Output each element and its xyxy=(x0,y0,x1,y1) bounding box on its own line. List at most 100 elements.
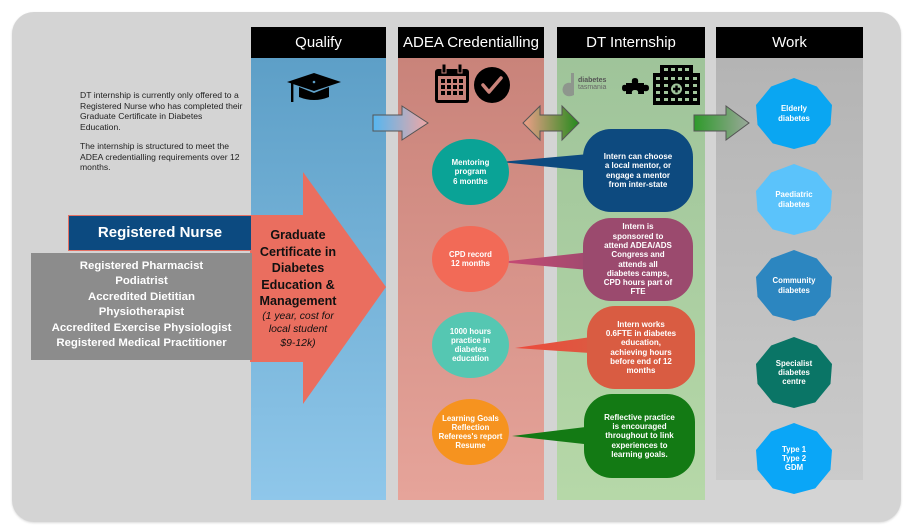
logo-mark-icon xyxy=(562,73,574,97)
oval-line: Learning Goals xyxy=(442,413,499,423)
bubble-line: diabetes camps, xyxy=(606,268,670,278)
column-header-adea: ADEA Credentialling xyxy=(398,27,544,58)
bubble-tail-1 xyxy=(500,153,600,172)
oval-line: Mentoring xyxy=(451,158,490,168)
profession-item: Registered Pharmacist xyxy=(79,260,204,272)
bubble-line: experiences to xyxy=(611,440,668,450)
bubble-line: throughout to link xyxy=(605,431,674,441)
oval-line: CPD record xyxy=(449,249,492,259)
column-dt-internship: DT Internship xyxy=(557,27,705,500)
work-line: diabetes xyxy=(778,113,810,123)
other-professions-box: Registered Pharmacist Podiatrist Accredi… xyxy=(31,253,252,360)
bubble-line: attend ADEA/ADS xyxy=(604,240,672,250)
work-line: diabetes xyxy=(778,285,810,295)
grad-title-line: Diabetes xyxy=(271,261,325,275)
calendar-icon xyxy=(435,63,469,103)
hospital-building-icon xyxy=(653,65,700,105)
bubble-line: before end of 12 xyxy=(610,356,672,366)
bubble-line: months xyxy=(626,366,656,376)
intro-paragraph-1: DT internship is currently only offered … xyxy=(80,90,243,132)
diabetes-tasmania-logo: diabetes tasmania xyxy=(561,72,621,98)
grad-subtitle-line: local student xyxy=(268,324,328,335)
bubble-line: from inter-state xyxy=(608,179,668,189)
grad-title-line: Graduate xyxy=(270,228,326,242)
bubble-line: CPD hours part of xyxy=(603,278,673,288)
oval-line: practice in xyxy=(450,335,490,345)
bubble-line: Intern works xyxy=(617,319,665,329)
grad-title-line: Education & xyxy=(261,277,335,292)
profession-item: Physiotherapist xyxy=(98,306,185,319)
oval-line: education xyxy=(452,354,489,364)
work-line: diabetes xyxy=(778,367,810,377)
bubble-tail-3 xyxy=(515,335,605,354)
work-line: diabetes xyxy=(778,199,810,209)
work-line: Elderly xyxy=(780,104,807,114)
oval-line: Resume xyxy=(455,441,486,451)
logo-text-diabetes: diabetes xyxy=(578,77,607,84)
bubble-line: engage a mentor xyxy=(605,170,670,180)
grad-title-line: Management xyxy=(259,294,337,308)
bubble-line: achieving hours xyxy=(610,347,672,357)
bubble-line: education, xyxy=(620,338,661,348)
column-header-dt: DT Internship xyxy=(557,27,705,58)
bubble-tail-2 xyxy=(500,251,600,271)
bubble-line: FTE xyxy=(630,287,646,297)
bubble-line: Intern can choose xyxy=(603,151,673,161)
graduation-cap-icon xyxy=(287,73,341,102)
work-line: centre xyxy=(782,377,806,387)
arrow-qualify-to-adea xyxy=(372,105,429,141)
logo-text-tasmania: tasmania xyxy=(578,84,607,91)
oval-line: diabetes xyxy=(454,345,487,354)
bubble-line: a local mentor, or xyxy=(604,161,672,171)
profession-item: Podiatrist xyxy=(115,275,168,288)
column-header-work: Work xyxy=(716,27,863,58)
grad-subtitle-line: $9-12k) xyxy=(280,337,316,349)
oval-line: 12 months xyxy=(451,259,490,268)
work-line: Specialist xyxy=(775,358,813,368)
arrow-dt-to-work xyxy=(693,105,750,141)
intro-paragraph-2: The internship is structured to meet the… xyxy=(80,141,240,172)
bubble-line: attends all xyxy=(618,259,658,269)
arrow-adea-dt-bidirectional xyxy=(522,104,580,142)
column-header-qualify: Qualify xyxy=(251,27,386,58)
qualification-arrow xyxy=(250,172,386,404)
oval-line: 6 months xyxy=(453,176,488,186)
grad-title-line: Certificate in xyxy=(259,244,337,259)
column-qualify: Qualify xyxy=(251,27,386,500)
column-work: Work xyxy=(716,27,863,480)
work-line: Type 2 xyxy=(781,453,807,463)
bubble-tail-4 xyxy=(512,425,602,446)
work-line: GDM xyxy=(784,463,804,473)
registered-nurse-box: Registered Nurse xyxy=(68,215,252,251)
graduate-certificate-text: Graduate Certificate in Diabetes Educati… xyxy=(252,227,344,350)
bubble-line: Reflective practice xyxy=(604,412,675,422)
oval-line: 1000 hours xyxy=(449,326,492,336)
puzzle-piece-icon xyxy=(622,78,649,94)
oval-line: Referees's report xyxy=(438,432,503,441)
check-circle-icon xyxy=(474,67,510,103)
profession-item: Accredited Exercise Physiologist xyxy=(51,321,232,334)
profession-item: Accredited Dietitian xyxy=(88,290,195,303)
bubble-line: Intern is xyxy=(622,222,654,232)
bubble-line: Congress and xyxy=(611,250,665,260)
bubble-line: 0.6FTE in diabetes xyxy=(605,328,677,338)
grad-subtitle-line: (1 year, cost for xyxy=(262,310,334,322)
column-adea-credentialling: ADEA Credentialling xyxy=(398,27,544,500)
bubble-line: is encouraged xyxy=(612,422,667,432)
profession-item: Registered Medical Practitioner xyxy=(56,337,227,350)
intro-text: DT internship is currently only offered … xyxy=(80,90,245,182)
oval-line: program xyxy=(454,167,487,177)
bubble-line: sponsored to xyxy=(612,231,664,241)
